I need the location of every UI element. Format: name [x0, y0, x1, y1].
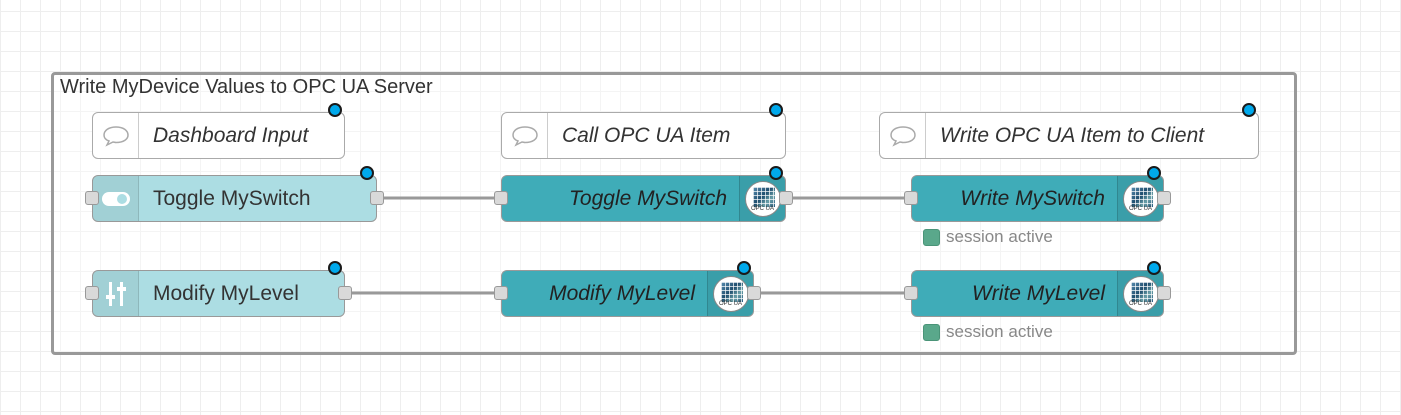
- opc-ua-logo-icon: OPC UA: [1117, 271, 1163, 316]
- opc-ua-logo-icon: OPC UA: [739, 176, 785, 221]
- changed-indicator: [737, 261, 751, 275]
- output-port[interactable]: [779, 191, 793, 205]
- ui-slider-node-modify-mylevel[interactable]: Modify MyLevel: [85, 261, 352, 317]
- speech-bubble-icon: [880, 113, 926, 158]
- toggle-switch-icon: [93, 176, 139, 221]
- changed-indicator: [769, 166, 783, 180]
- comment-node-call-opc-ua-item[interactable]: Call OPC UA Item: [501, 103, 786, 159]
- output-port[interactable]: [370, 191, 384, 205]
- node-label: Toggle MySwitch: [569, 187, 727, 210]
- input-port[interactable]: [85, 191, 99, 205]
- comment-node-dashboard-input[interactable]: Dashboard Input: [92, 103, 345, 159]
- opcua-client-node-write-myswitch[interactable]: Write MySwitch OPC UA: [904, 166, 1171, 222]
- output-port[interactable]: [338, 286, 352, 300]
- node-label: Write MyLevel: [971, 282, 1105, 305]
- comment-label: Dashboard Input: [153, 124, 309, 147]
- input-port[interactable]: [494, 286, 508, 300]
- opc-ua-logo-icon: OPC UA: [1117, 176, 1163, 221]
- status-dot: [923, 228, 940, 246]
- node-label: Modify MyLevel: [153, 282, 299, 305]
- output-port[interactable]: [1157, 286, 1171, 300]
- comment-label: Write OPC UA Item to Client: [940, 124, 1205, 147]
- node-status: session active: [923, 322, 1053, 342]
- node-label: Toggle MySwitch: [153, 187, 311, 210]
- changed-indicator: [769, 103, 783, 117]
- status-text: session active: [946, 227, 1053, 246]
- node-label: Modify MyLevel: [549, 282, 695, 305]
- speech-bubble-icon: [93, 113, 139, 158]
- opcua-item-node-modify-mylevel[interactable]: Modify MyLevel OPC UA: [494, 261, 761, 317]
- sliders-icon: [93, 271, 139, 316]
- opcua-item-node-toggle-myswitch[interactable]: Toggle MySwitch OPC UA: [494, 166, 793, 222]
- input-port[interactable]: [494, 191, 508, 205]
- opc-ua-logo-icon: OPC UA: [707, 271, 753, 316]
- group-label: Write MyDevice Values to OPC UA Server: [60, 76, 433, 98]
- speech-bubble-icon: [502, 113, 548, 158]
- output-port[interactable]: [747, 286, 761, 300]
- changed-indicator: [1147, 261, 1161, 275]
- status-dot: [923, 323, 940, 341]
- status-text: session active: [946, 322, 1053, 341]
- node-label: Write MySwitch: [960, 187, 1105, 210]
- changed-indicator: [1147, 166, 1161, 180]
- input-port[interactable]: [904, 286, 918, 300]
- node-status: session active: [923, 227, 1053, 247]
- comment-label: Call OPC UA Item: [562, 124, 731, 147]
- input-port[interactable]: [904, 191, 918, 205]
- changed-indicator: [328, 261, 342, 275]
- changed-indicator: [1242, 103, 1256, 117]
- input-port[interactable]: [85, 286, 99, 300]
- comment-node-write-opc-ua-item[interactable]: Write OPC UA Item to Client: [879, 103, 1259, 159]
- ui-switch-node-toggle-myswitch[interactable]: Toggle MySwitch: [85, 166, 384, 222]
- opcua-client-node-write-mylevel[interactable]: Write MyLevel OPC UA: [904, 261, 1171, 317]
- changed-indicator: [328, 103, 342, 117]
- output-port[interactable]: [1157, 191, 1171, 205]
- changed-indicator: [360, 166, 374, 180]
